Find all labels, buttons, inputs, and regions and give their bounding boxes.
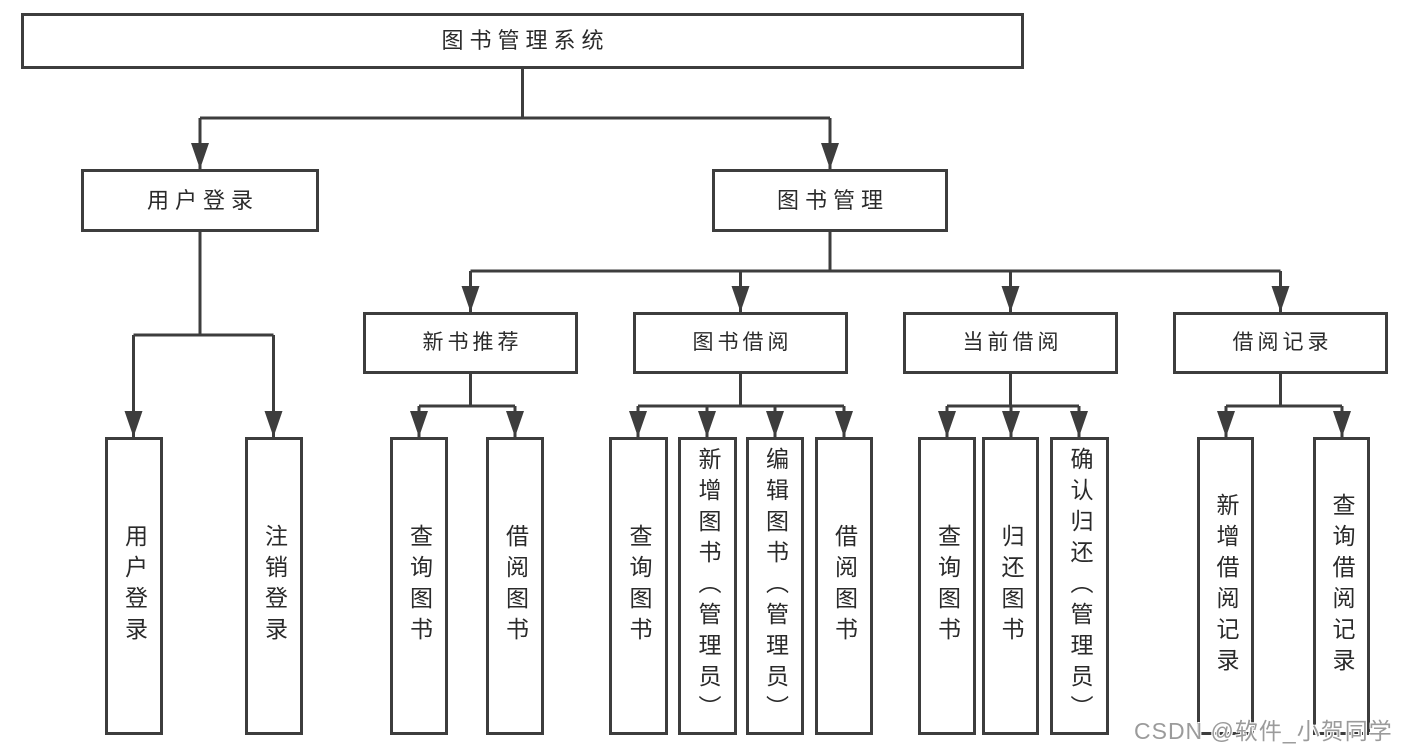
- connector-lines: [132, 69, 1344, 437]
- node-current-borrowing: 当前借阅: [903, 312, 1118, 374]
- leaf-add-borrow-record: 新增借阅记录: [1197, 437, 1254, 735]
- leaf-query-books-recommend: 查询图书: [390, 437, 448, 735]
- leaf-user-login: 用户登录: [105, 437, 163, 735]
- leaf-query-books-current: 查询图书: [918, 437, 976, 735]
- leaf-query-books-borrowing: 查询图书: [609, 437, 668, 735]
- node-book-management: 图书管理: [712, 169, 948, 232]
- node-library-management-system: 图书管理系统: [21, 13, 1024, 69]
- leaf-confirm-return-admin: 确认归还（管理员）: [1050, 437, 1109, 735]
- connector-arrowheads: [124, 143, 1351, 437]
- node-book-borrowing: 图书借阅: [633, 312, 848, 374]
- leaf-borrow-books: 借阅图书: [815, 437, 873, 735]
- leaf-query-borrow-record: 查询借阅记录: [1313, 437, 1370, 735]
- node-new-book-recommendation: 新书推荐: [363, 312, 578, 374]
- leaf-borrow-books-recommend: 借阅图书: [486, 437, 544, 735]
- leaf-return-books: 归还图书: [982, 437, 1039, 735]
- leaf-logout: 注销登录: [245, 437, 303, 735]
- leaf-edit-books-admin: 编辑图书（管理员）: [746, 437, 804, 735]
- leaf-add-books-admin: 新增图书（管理员）: [678, 437, 737, 735]
- csdn-watermark: CSDN @软件_小贺同学: [1134, 718, 1393, 744]
- node-user-login: 用户登录: [81, 169, 319, 232]
- node-borrowing-records: 借阅记录: [1173, 312, 1388, 374]
